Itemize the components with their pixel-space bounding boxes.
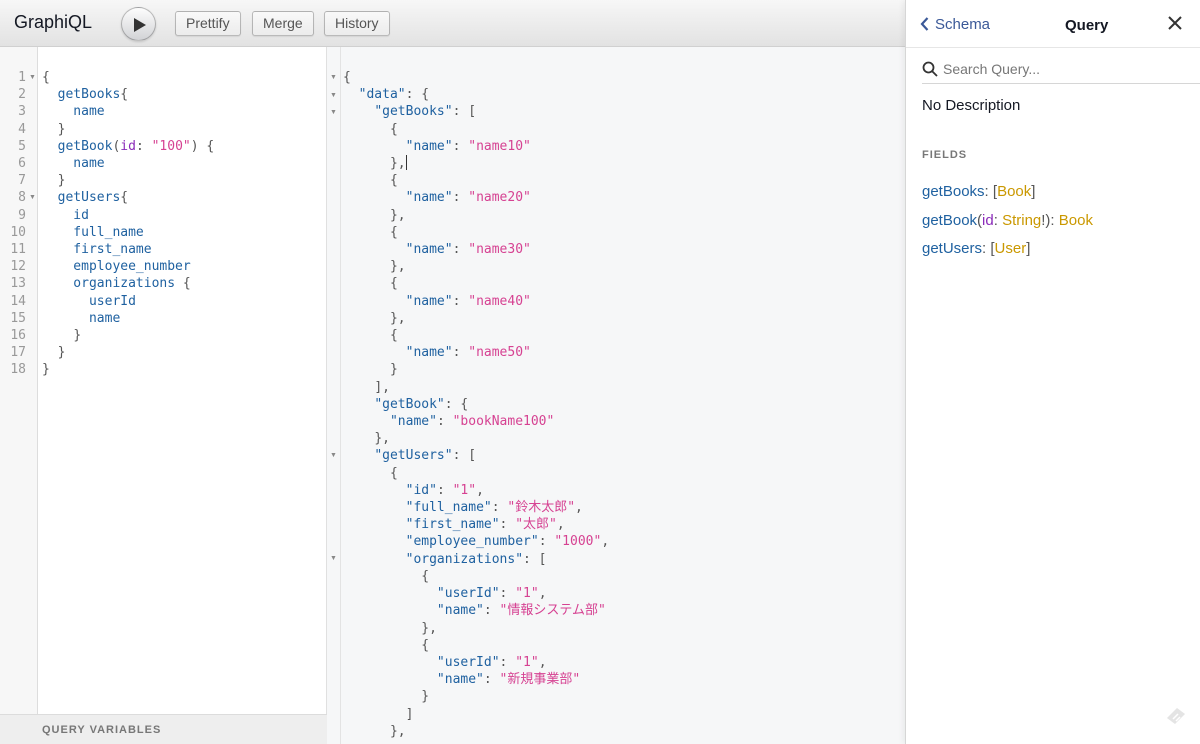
fields-section-title: FIELDS: [922, 149, 968, 161]
schema-back-link[interactable]: Schema: [920, 16, 990, 33]
play-icon: [134, 18, 146, 32]
type-link[interactable]: Book: [1058, 212, 1093, 229]
doc-explorer-header: Schema Query: [906, 0, 1200, 48]
chevron-left-icon: [920, 17, 929, 31]
field-name-link[interactable]: getBook: [922, 212, 978, 229]
fold-toggle-icon[interactable]: ▼: [330, 555, 337, 562]
field-getbook: getBook(id: String!): Book: [922, 212, 1093, 229]
history-button[interactable]: History: [324, 11, 390, 36]
field-getusers: getUsers: [User]: [922, 240, 1031, 257]
execute-query-button[interactable]: [121, 7, 156, 41]
prettify-button[interactable]: Prettify: [175, 11, 241, 36]
result-viewer: ▼ ▼ ▼ ▼ ▼ { "data": { "getBooks": [ { "n…: [327, 47, 905, 744]
field-name-link[interactable]: getBooks: [922, 183, 985, 200]
search-input[interactable]: [943, 58, 1193, 80]
query-variables-bar[interactable]: QUERY VARIABLES: [0, 714, 327, 744]
close-docs-button[interactable]: [1168, 16, 1182, 35]
type-link[interactable]: String: [1002, 212, 1042, 229]
schema-back-label: Schema: [935, 16, 991, 33]
fold-toggle-icon[interactable]: ▼: [330, 109, 337, 116]
doc-explorer: Schema Query No Description FIELDS getBo…: [905, 0, 1200, 744]
fold-toggle-icon[interactable]: ▼: [29, 194, 36, 201]
merge-button[interactable]: Merge: [252, 11, 314, 36]
close-icon: [1168, 16, 1182, 30]
doc-search: [922, 54, 1200, 84]
fold-toggle-icon[interactable]: ▼: [330, 74, 337, 81]
line-number-gutter: 1 2 3 4 5 6 7 8 9 10 11 12 13 14 15 16 1…: [0, 47, 38, 715]
query-variables-label: QUERY VARIABLES: [42, 724, 162, 736]
result-code: { "data": { "getBooks": [ { "name": "nam…: [343, 70, 610, 739]
search-icon: [922, 61, 938, 77]
toolbar: GraphiQL Prettify Merge History: [0, 0, 905, 47]
arg-name: id: [982, 212, 994, 229]
line-numbers: 1 2 3 4 5 6 7 8 9 10 11 12 13 14 15 16 1…: [10, 70, 26, 378]
query-editor[interactable]: 1 2 3 4 5 6 7 8 9 10 11 12 13 14 15 16 1…: [0, 47, 327, 744]
app-logo: GraphiQL: [14, 12, 93, 32]
fold-toggle-icon[interactable]: ▼: [330, 92, 337, 99]
type-link[interactable]: User: [994, 240, 1027, 257]
field-name-link[interactable]: getUsers: [922, 240, 983, 257]
result-gutter: ▼ ▼ ▼ ▼ ▼: [327, 47, 341, 744]
fold-toggle-icon[interactable]: ▼: [29, 74, 36, 81]
type-link[interactable]: Book: [997, 183, 1032, 200]
doc-explorer-title: Query: [1065, 17, 1109, 34]
query-code[interactable]: { getBooks{ name } getBook(id: "100") { …: [42, 70, 215, 378]
type-description: No Description: [922, 97, 1021, 114]
prettier-logo-icon: [1163, 704, 1189, 731]
fold-toggle-icon[interactable]: ▼: [330, 452, 337, 459]
field-getbooks: getBooks: [Book]: [922, 183, 1036, 200]
